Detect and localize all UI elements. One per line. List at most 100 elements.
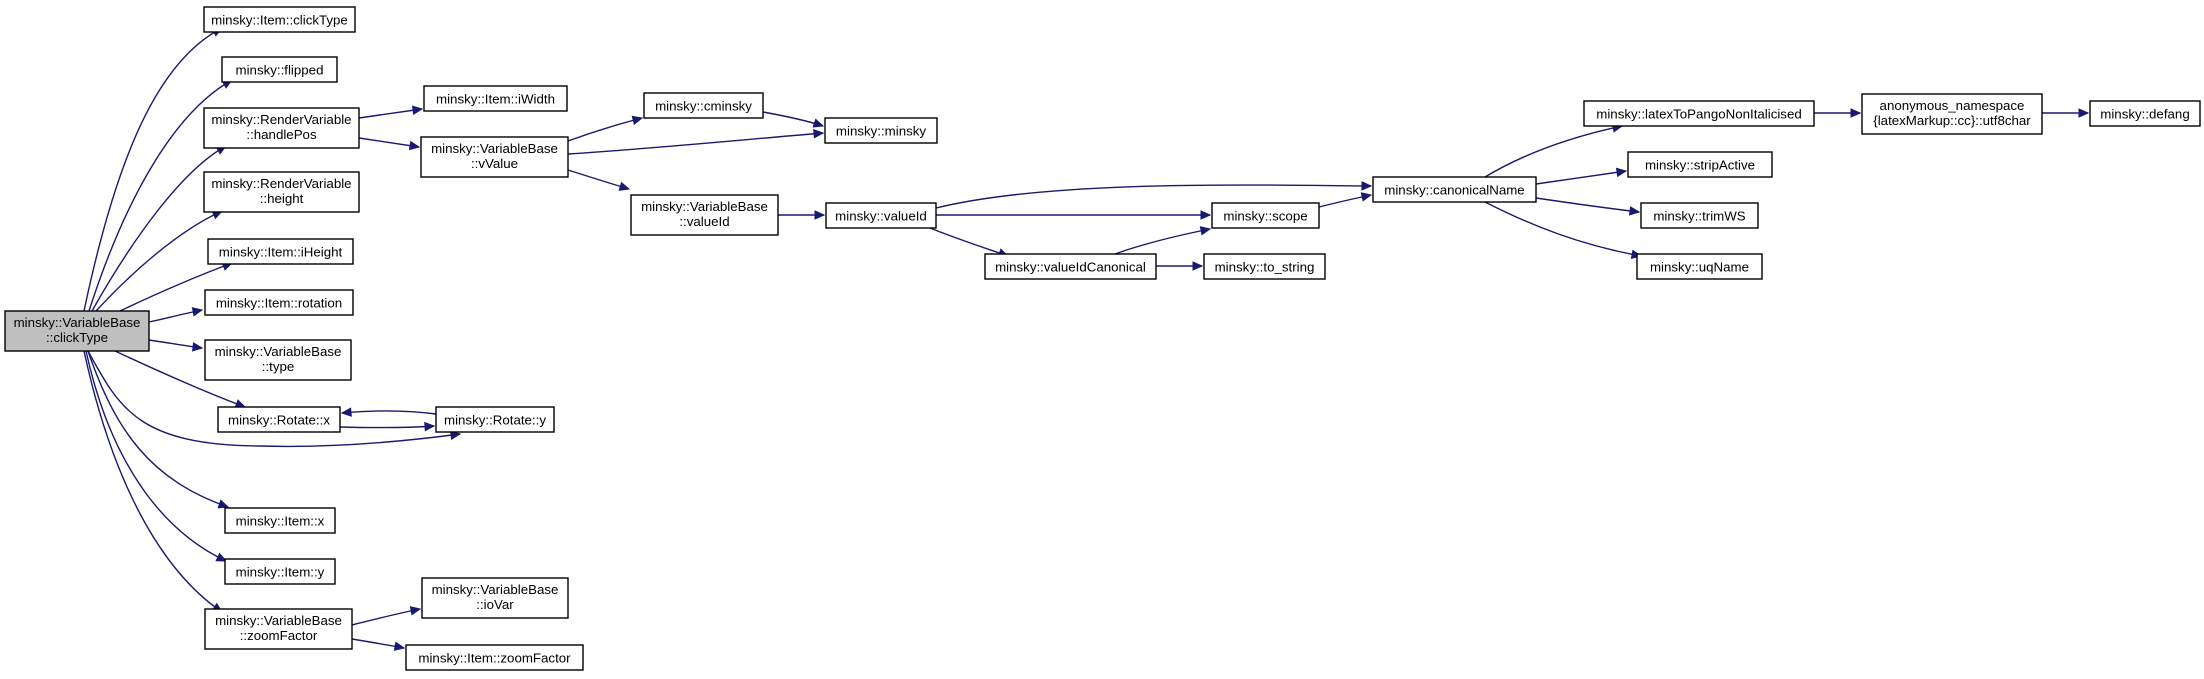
node-label: minsky::RenderVariable xyxy=(211,112,351,127)
node-label: ::height xyxy=(260,191,304,206)
edge-line xyxy=(95,210,223,312)
node-utf8[interactable]: anonymous_namespace{latexMarkup::cc}::ut… xyxy=(1861,93,2043,135)
arrowhead xyxy=(411,105,424,116)
edge-root-to-itemY xyxy=(85,350,228,562)
node-label: minsky::defang xyxy=(2100,107,2189,122)
node-root[interactable]: minsky::VariableBase::clickType xyxy=(4,310,150,352)
node-itZoom[interactable]: minsky::Item::zoomFactor xyxy=(405,644,584,671)
arrowhead xyxy=(1361,181,1373,191)
node-vidCanon[interactable]: minsky::valueIdCanonical xyxy=(984,253,1157,280)
node-itemX[interactable]: minsky::Item::x xyxy=(224,507,336,534)
nodes: minsky::VariableBase::clickTypeminsky::I… xyxy=(4,6,2201,671)
node-itemY[interactable]: minsky::Item::y xyxy=(224,558,336,585)
edge-line xyxy=(1114,228,1211,255)
arrowhead xyxy=(1192,261,1204,271)
node-vbZoom[interactable]: minsky::VariableBase::zoomFactor xyxy=(204,608,353,650)
node-cminsky[interactable]: minsky::cminsky xyxy=(643,92,764,119)
node-label: ::type xyxy=(262,359,295,374)
node-iWidth[interactable]: minsky::Item::iWidth xyxy=(423,85,568,112)
node-rvHandle[interactable]: minsky::RenderVariable::handlePos xyxy=(203,107,360,149)
node-label: minsky::Item::iHeight xyxy=(219,245,343,260)
node-defang[interactable]: minsky::defang xyxy=(2089,100,2201,127)
edge-line xyxy=(339,425,435,429)
arrowhead xyxy=(618,181,631,191)
node-label: minsky::Item::x xyxy=(236,514,325,529)
edge-vbZoom-to-itZoom xyxy=(351,638,406,651)
arrowhead xyxy=(1200,210,1212,220)
node-ioVar[interactable]: minsky::VariableBase::ioVar xyxy=(421,577,569,619)
node-latex[interactable]: minsky::latexToPangoNonItalicised xyxy=(1583,100,1815,127)
edge-line xyxy=(85,350,227,562)
node-box xyxy=(224,507,336,534)
edge-line xyxy=(929,227,1009,257)
node-label: minsky::VariableBase xyxy=(431,141,558,156)
edge-line xyxy=(87,350,461,448)
node-label: minsky::Item::y xyxy=(236,565,325,580)
edge-latex-to-utf8 xyxy=(1814,108,1862,118)
arrowhead xyxy=(1629,206,1641,216)
edge-vValue-to-vbValueId xyxy=(567,169,631,191)
node-rvHeight[interactable]: minsky::RenderVariable::height xyxy=(203,171,360,213)
arrowhead xyxy=(631,115,644,126)
edge-line xyxy=(83,350,223,613)
arrowhead xyxy=(813,129,825,139)
node-vbValueId[interactable]: minsky::VariableBase::valueId xyxy=(630,194,779,236)
edge-root-to-rvHandle xyxy=(91,145,228,312)
node-label: minsky::Rotate::x xyxy=(228,413,330,428)
edge-line xyxy=(91,145,227,312)
node-label: minsky::VariableBase xyxy=(215,344,342,359)
node-toString[interactable]: minsky::to_string xyxy=(1203,253,1326,280)
node-label: minsky::canonicalName xyxy=(1384,183,1524,198)
arrowhead xyxy=(1615,167,1628,178)
node-rotY[interactable]: minsky::Rotate::y xyxy=(435,406,555,433)
node-box xyxy=(203,171,360,213)
node-label: ::vValue xyxy=(471,156,518,171)
node-rotX[interactable]: minsky::Rotate::x xyxy=(217,406,341,433)
node-valueId[interactable]: minsky::valueId xyxy=(825,202,937,229)
node-box xyxy=(630,194,779,236)
edge-rvHandle-to-iWidth xyxy=(358,105,424,119)
node-label: minsky::Item::zoomFactor xyxy=(418,651,571,666)
node-label: minsky::valueId xyxy=(835,209,927,224)
node-box xyxy=(1861,93,2043,135)
edge-vbZoom-to-ioVar xyxy=(351,606,422,626)
node-scope[interactable]: minsky::scope xyxy=(1211,202,1320,229)
node-flipped[interactable]: minsky::flipped xyxy=(221,56,338,83)
edge-line xyxy=(83,27,223,312)
node-box xyxy=(224,558,336,585)
node-box xyxy=(824,117,938,144)
node-vValue[interactable]: minsky::VariableBase::vValue xyxy=(420,136,569,178)
edge-utf8-to-defang xyxy=(2042,108,2090,118)
node-box xyxy=(207,238,354,265)
edge-root-to-itemX xyxy=(87,350,230,509)
edge-canonName-to-trimWS xyxy=(1535,197,1641,216)
edge-line xyxy=(1535,197,1640,213)
node-box xyxy=(1211,202,1320,229)
node-vbType[interactable]: minsky::VariableBase::type xyxy=(204,339,352,381)
edge-vbValueId-to-valueId xyxy=(778,210,826,220)
edge-valueId-to-canonName xyxy=(935,181,1373,209)
node-box xyxy=(2089,100,2201,127)
edge-line xyxy=(1484,125,1623,178)
node-iHeight[interactable]: minsky::Item::iHeight xyxy=(207,238,354,265)
node-trimWS[interactable]: minsky::trimWS xyxy=(1640,202,1759,229)
node-label: minsky::cminsky xyxy=(655,99,752,114)
node-label: minsky::flipped xyxy=(236,63,324,78)
node-minsky[interactable]: minsky::minsky xyxy=(824,117,938,144)
node-uqName[interactable]: minsky::uqName xyxy=(1636,253,1763,280)
edge-rotY-to-rotX xyxy=(340,407,437,417)
node-rotation[interactable]: minsky::Item::rotation xyxy=(204,289,354,316)
edge-line xyxy=(88,79,233,312)
node-label: minsky::valueIdCanonical xyxy=(995,260,1146,275)
edge-cminsky-to-minsky xyxy=(762,111,825,128)
node-label: minsky::uqName xyxy=(1650,260,1749,275)
arrowhead xyxy=(1850,108,1862,118)
edge-vidCanon-to-toString xyxy=(1156,261,1204,271)
node-itClick[interactable]: minsky::Item::clickType xyxy=(203,6,356,33)
edge-line xyxy=(1535,170,1627,185)
edge-valueId-to-vidCanon xyxy=(929,227,1010,258)
edge-canonName-to-uqName xyxy=(1484,201,1643,260)
node-canonName[interactable]: minsky::canonicalName xyxy=(1372,176,1537,203)
node-label: minsky::stripActive xyxy=(1645,158,1755,173)
node-strip[interactable]: minsky::stripActive xyxy=(1627,151,1773,178)
